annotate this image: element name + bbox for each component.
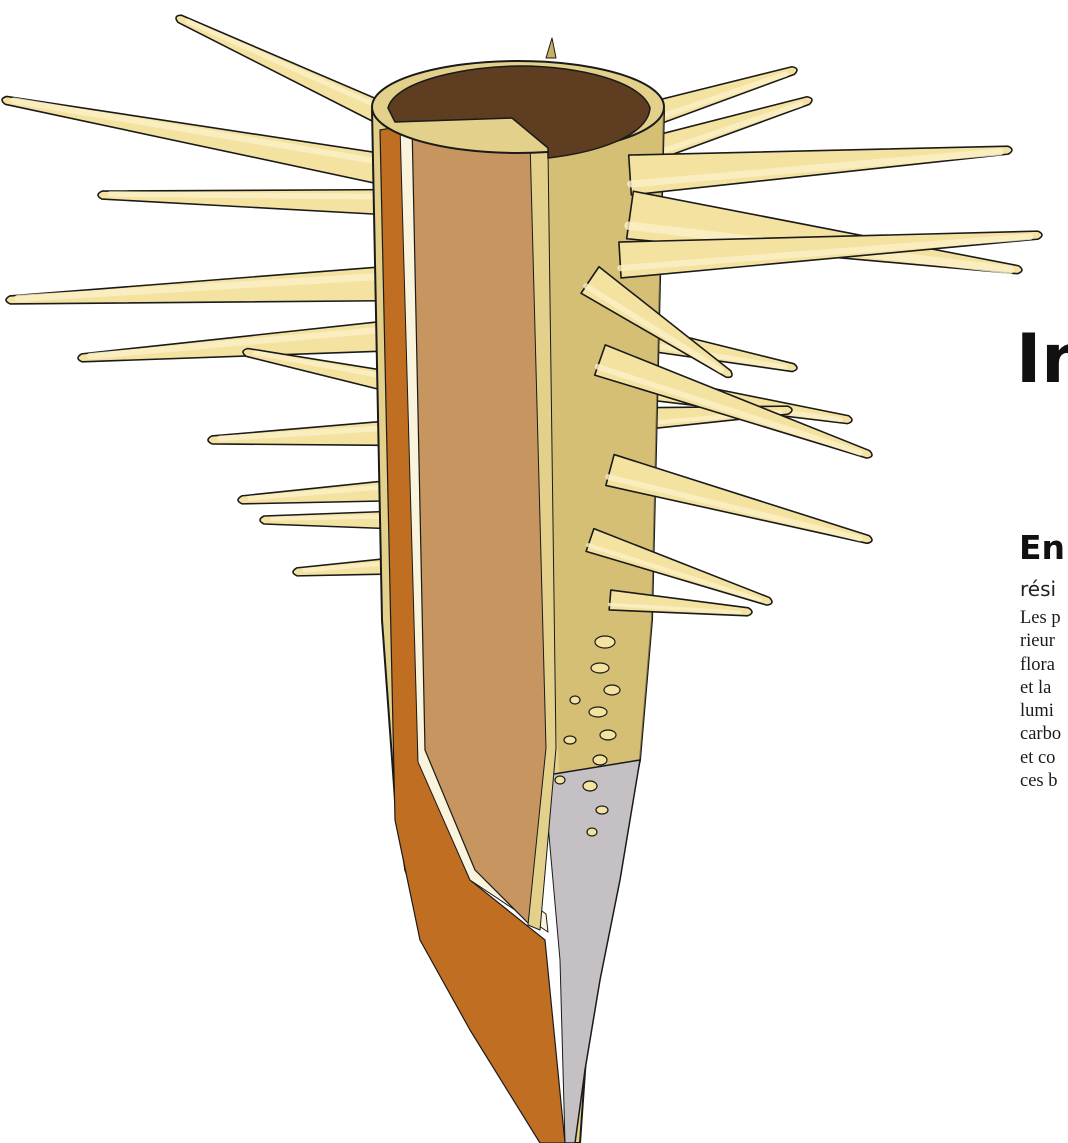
surface-bump bbox=[593, 755, 607, 765]
surface-bump bbox=[570, 696, 580, 704]
body-line: et co bbox=[1020, 747, 1061, 770]
lead-subtitle: rési bbox=[1020, 578, 1056, 600]
body-line: carbo bbox=[1020, 723, 1061, 746]
body-line: Les p bbox=[1020, 607, 1061, 630]
surface-bump bbox=[604, 685, 620, 695]
surface-bump bbox=[564, 736, 576, 744]
surface-bump bbox=[600, 730, 616, 740]
body-line: lumi bbox=[1020, 700, 1061, 723]
body-paragraph: Les p rieur flora et la lumi carbo et co… bbox=[1020, 607, 1061, 793]
surface-bump bbox=[587, 828, 597, 836]
body-line: ces b bbox=[1020, 770, 1061, 793]
top-spike bbox=[546, 38, 556, 58]
surface-bump bbox=[591, 663, 609, 673]
surface-bump bbox=[589, 707, 607, 717]
body-line: et la bbox=[1020, 677, 1061, 700]
body-line: flora bbox=[1020, 654, 1061, 677]
body-line: rieur bbox=[1020, 630, 1061, 653]
lead-title: En bbox=[1019, 530, 1065, 566]
surface-bump bbox=[555, 776, 565, 784]
surface-bump bbox=[583, 781, 597, 791]
surface-bump bbox=[596, 806, 608, 814]
surface-bump bbox=[595, 636, 615, 648]
section-heading: In bbox=[1016, 322, 1068, 398]
